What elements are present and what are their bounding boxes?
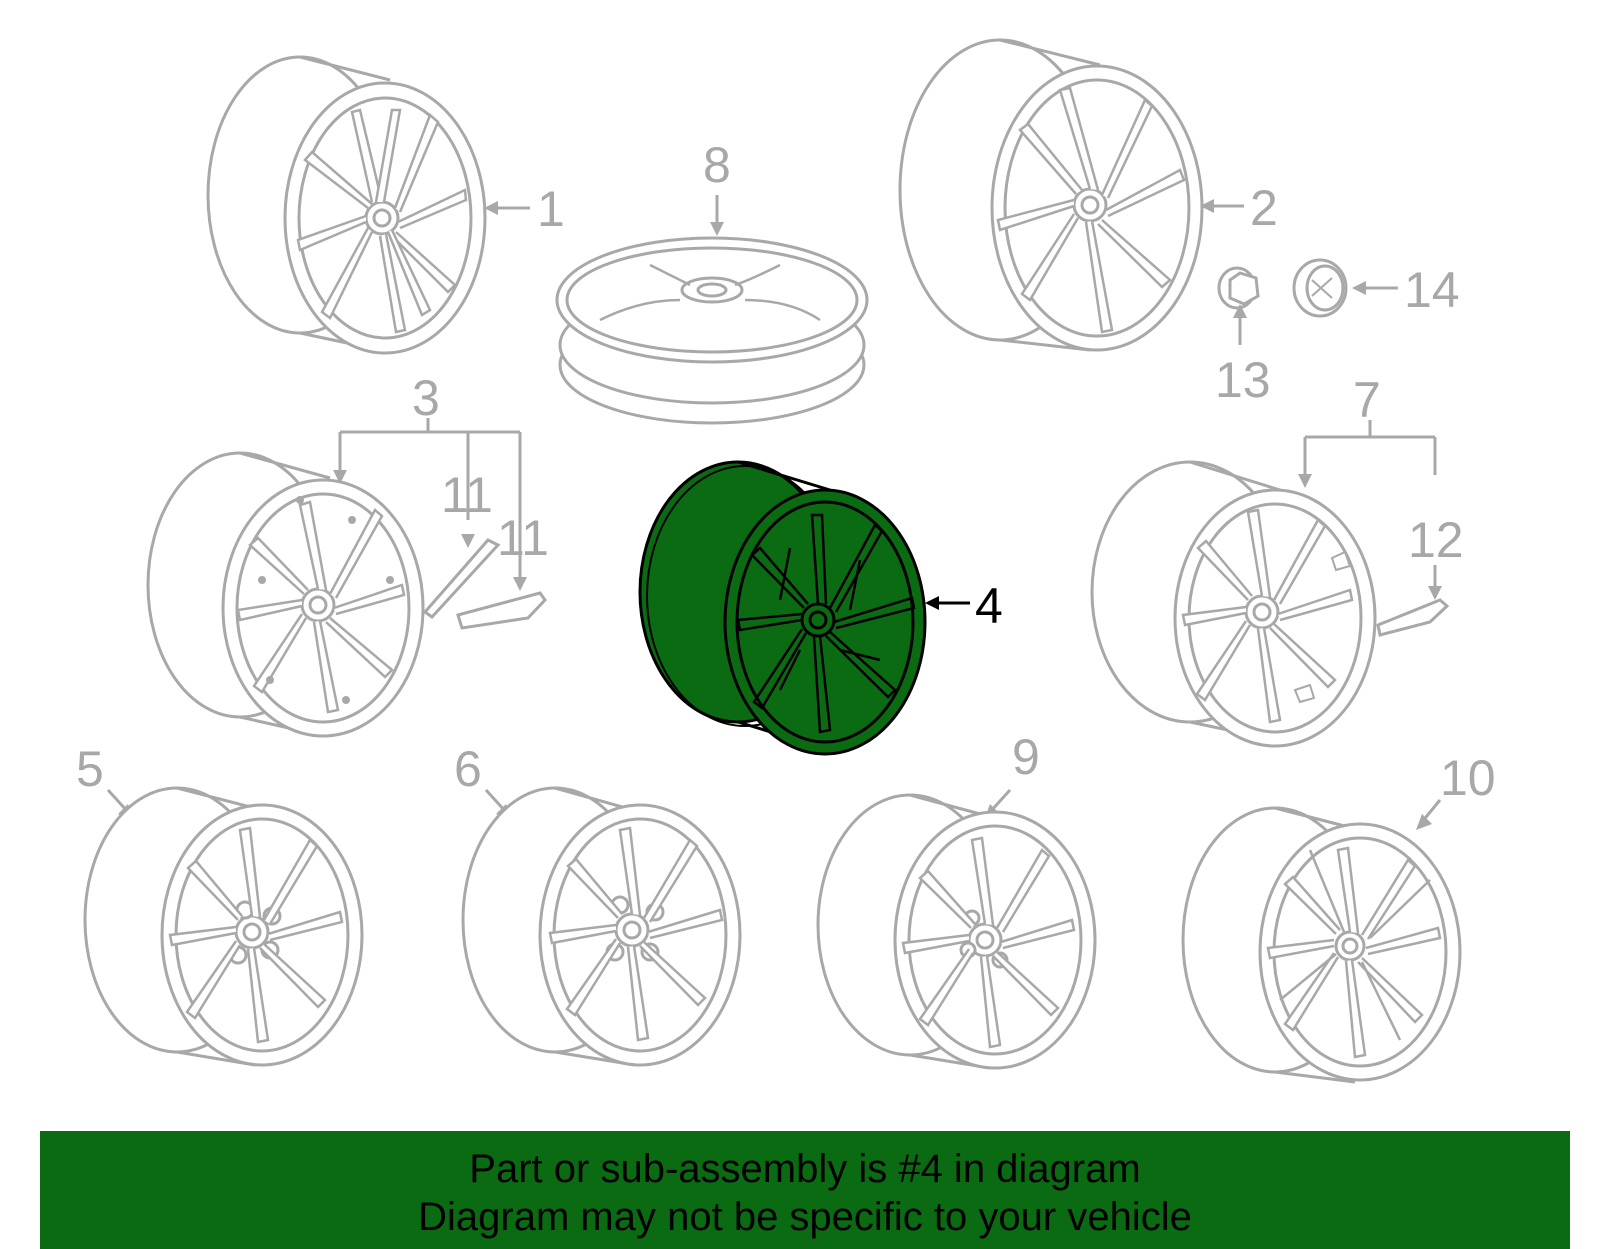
callout-3-bracket: [338, 418, 522, 583]
banner-line-2: Diagram may not be specific to your vehi…: [418, 1195, 1192, 1239]
banner-line-1: Part or sub-assembly is #4 in diagram: [469, 1147, 1141, 1191]
callout-11b-label: 11: [497, 510, 549, 566]
wheel-9[interactable]: [816, 793, 1097, 1070]
callout-13-label: 13: [1215, 352, 1271, 408]
callout-8: 8: [703, 137, 731, 236]
callout-2: 2: [1200, 180, 1278, 236]
callout-10-label: 10: [1440, 750, 1496, 806]
callout-14-label: 14: [1404, 262, 1460, 318]
callout-12-label: 12: [1408, 512, 1464, 568]
callout-8-label: 8: [703, 137, 731, 193]
callout-14: 14: [1352, 262, 1460, 318]
callout-10: 10: [1416, 750, 1496, 830]
callout-5-label: 5: [76, 741, 104, 797]
insert-12[interactable]: [1376, 598, 1450, 637]
wheel-3[interactable]: [146, 451, 425, 738]
callout-7-label: 7: [1353, 372, 1381, 428]
callout-5: 5: [76, 741, 134, 820]
callout-2-label: 2: [1250, 180, 1278, 236]
wheel-7[interactable]: [1090, 460, 1377, 748]
callout-4-label: 4: [975, 578, 1003, 634]
lug-nut-13[interactable]: [1217, 266, 1260, 310]
callout-1: 1: [484, 181, 565, 237]
callout-9: 9: [984, 729, 1040, 820]
wheel-8-spare[interactable]: [555, 236, 869, 425]
callout-7-bracket: [1303, 420, 1437, 480]
center-cap-14[interactable]: [1292, 258, 1348, 318]
insert-11b[interactable]: [456, 591, 547, 630]
wheel-10[interactable]: [1181, 806, 1462, 1084]
callout-6-label: 6: [454, 741, 482, 797]
wheel-6[interactable]: [461, 786, 742, 1067]
callout-3-label: 3: [412, 370, 440, 426]
info-banner: Part or sub-assembly is #4 in diagram Di…: [40, 1131, 1570, 1249]
callout-6: 6: [454, 741, 512, 820]
wheel-2[interactable]: [898, 38, 1204, 352]
callout-4: 4: [925, 578, 1003, 634]
callout-1-label: 1: [537, 181, 565, 237]
wheel-5[interactable]: [83, 786, 364, 1067]
insert-11a[interactable]: [422, 538, 501, 619]
callout-11a-label: 11: [441, 467, 493, 523]
wheel-4-highlighted[interactable]: [638, 460, 927, 756]
wheel-1[interactable]: [206, 55, 487, 355]
callout-9-label: 9: [1012, 729, 1040, 785]
callout-13: 13: [1215, 304, 1271, 408]
